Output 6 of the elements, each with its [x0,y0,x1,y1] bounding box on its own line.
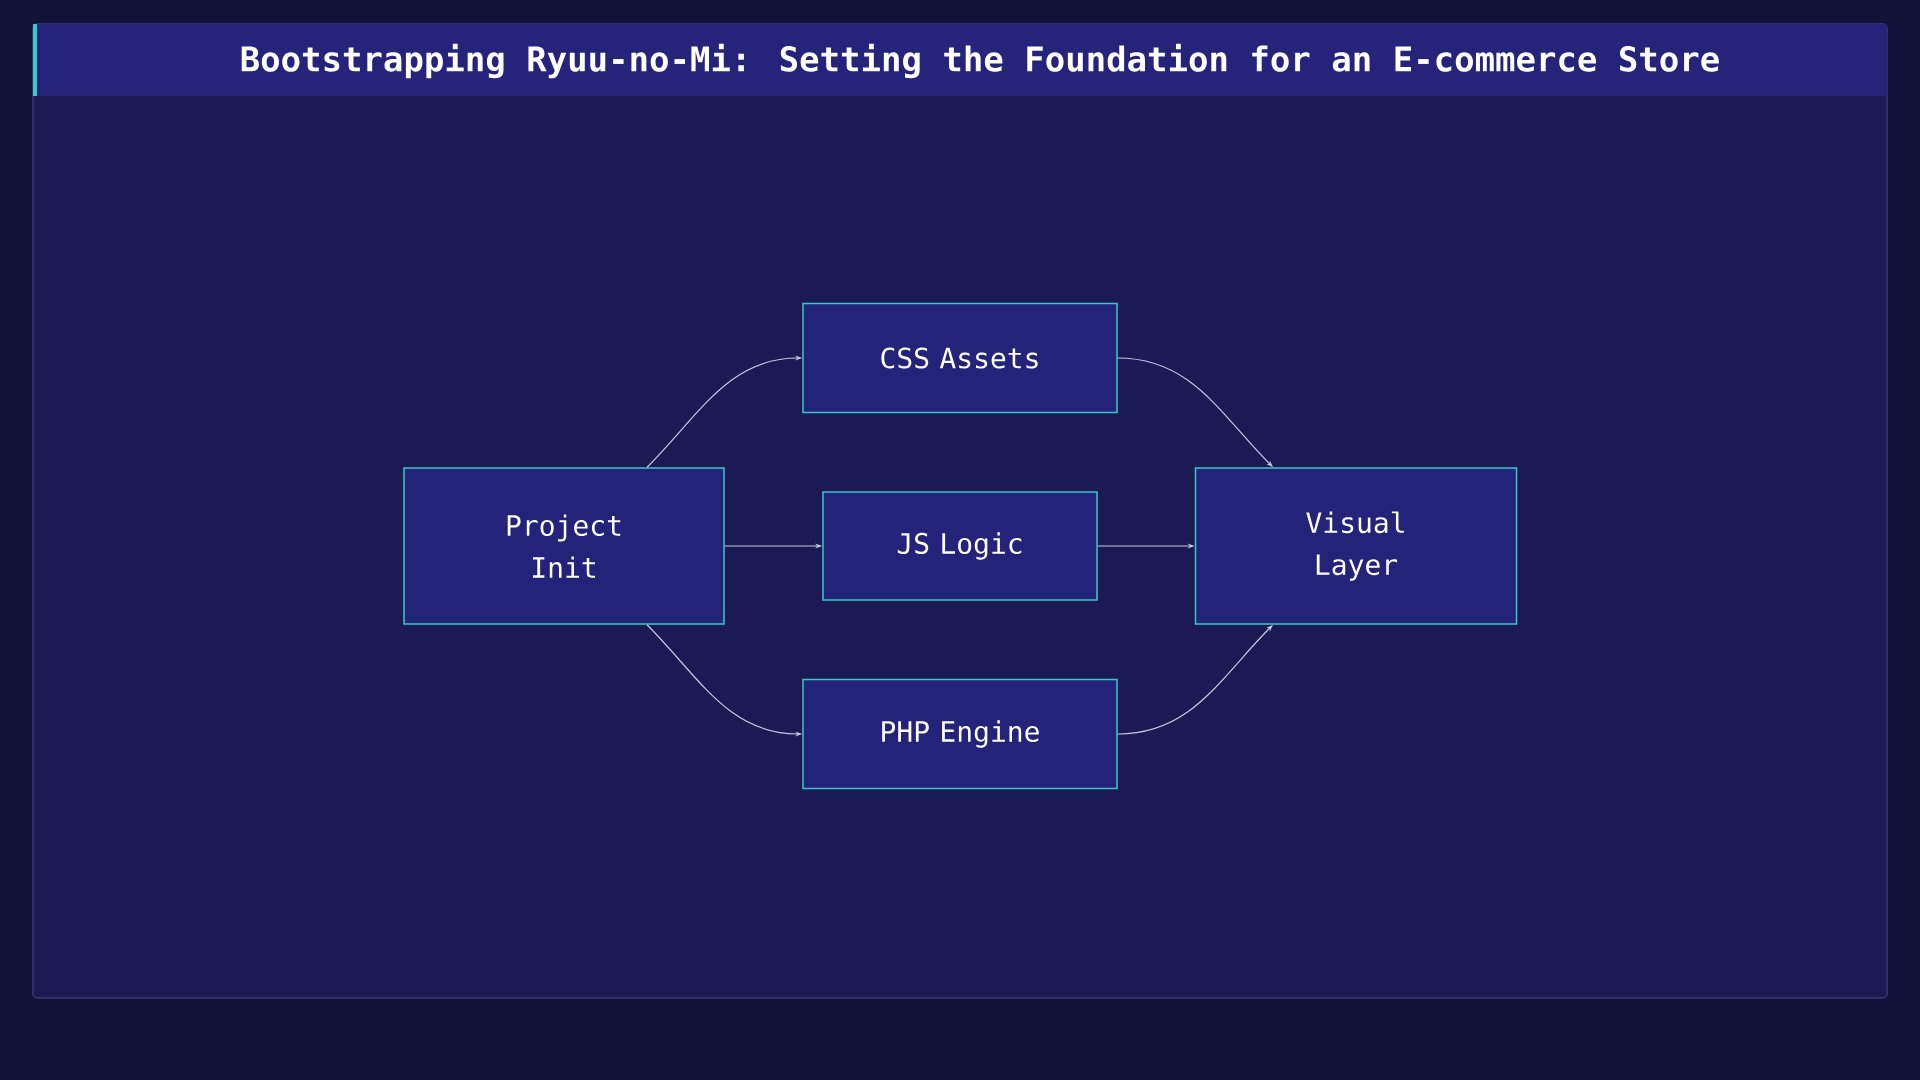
process-box: Visual Layer [1194,467,1518,625]
process-box: Project Init [403,467,725,625]
title-bar: Bootstrapping Ryuu-no-Mi: Setting the Foundation for an E-commerce Store [33,24,1887,96]
process-box: PHP Engine [802,678,1118,790]
process-box: JS Logic [822,491,1098,601]
process-box: CSS Assets [802,302,1118,414]
